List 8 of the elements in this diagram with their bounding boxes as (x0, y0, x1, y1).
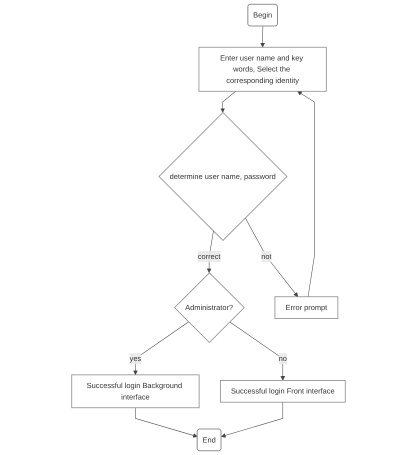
arrow (133, 322, 189, 376)
arrow (245, 218, 298, 297)
arrow (135, 408, 198, 438)
arrow (220, 91, 236, 113)
arrow (229, 322, 286, 381)
arrow (297, 91, 315, 298)
arrow (221, 402, 284, 438)
arrow (260, 26, 265, 48)
